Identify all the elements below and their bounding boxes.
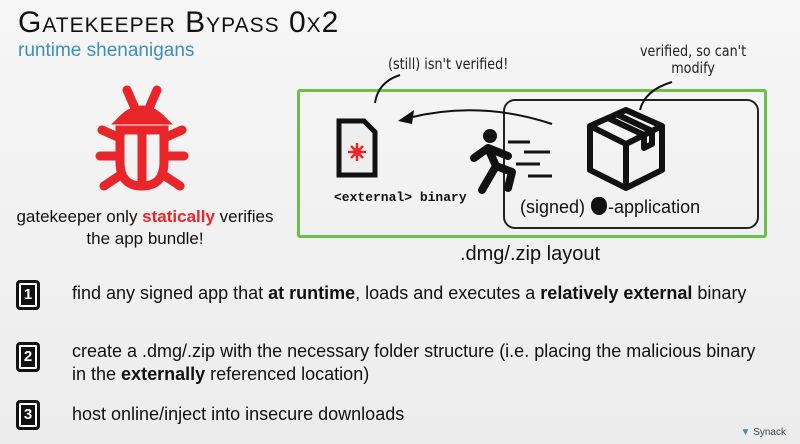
synack-logo-text: Synack — [753, 427, 786, 438]
caption-emphasis: statically — [142, 207, 215, 226]
unverified-note: (still) isn't verified! — [388, 55, 509, 73]
running-man-icon — [470, 129, 552, 194]
slide-subtitle: runtime shenanigans — [18, 40, 195, 61]
t-bold: relatively external — [540, 283, 693, 303]
t: find any signed app that — [72, 283, 269, 303]
step-3-text: host online/inject into insecure downloa… — [72, 404, 405, 424]
step-1-badge: 1 — [16, 280, 40, 310]
external-binary-label: <external> binary — [334, 190, 467, 205]
verified-note-line1: verified, so can't — [640, 42, 747, 60]
step-1-text: find any signed app that at runtime, loa… — [72, 282, 772, 305]
step-3-badge: 3 — [16, 400, 40, 430]
apple-logo-icon — [591, 197, 608, 215]
bug-icon — [95, 85, 189, 191]
t: create a .dmg/.zip with the necessary fo… — [72, 341, 756, 384]
step-2-text: create a .dmg/.zip with the necessary fo… — [72, 340, 772, 386]
t: , loads and executes a — [355, 283, 541, 303]
step-2-badge: 2 — [16, 342, 40, 372]
t: referenced location) — [205, 364, 370, 384]
t: binary — [692, 283, 747, 303]
load-arrow — [407, 109, 553, 125]
signed-app-label: (signed) -application — [520, 197, 700, 218]
caption-text-end: verifies the app bundle! — [86, 207, 274, 248]
slide-title: Gatekeeper Bypass 0x2 — [18, 6, 340, 39]
app-bundle-box — [503, 99, 759, 229]
note-pointer-left — [374, 74, 401, 104]
synack-logo-icon: ▼ — [740, 427, 754, 438]
signed-text: (signed) — [520, 197, 591, 217]
arrow-head-icon — [398, 110, 414, 124]
note-pointer-right — [639, 81, 673, 111]
caption-text: gatekeeper only — [16, 207, 143, 226]
dmg-container-box — [297, 89, 767, 238]
verified-note-line2: modify — [671, 59, 715, 77]
layout-caption: .dmg/.zip layout — [459, 243, 601, 265]
t-bold: externally — [121, 364, 206, 384]
application-text: -application — [608, 197, 701, 217]
t-bold: at runtime — [268, 283, 356, 303]
binary-file-icon — [336, 118, 378, 178]
synack-logo: ▼ Synack — [741, 427, 786, 438]
app-package-icon — [587, 107, 665, 191]
left-caption: gatekeeper only statically verifies the … — [10, 206, 280, 250]
